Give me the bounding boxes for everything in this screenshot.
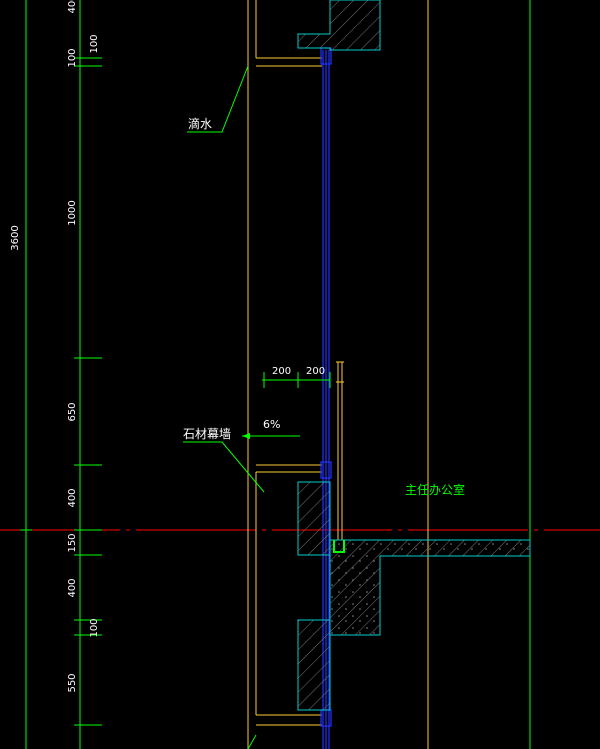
dim-8: 100 — [89, 618, 100, 637]
slab-bracket — [333, 540, 345, 553]
concrete-sections — [297, 0, 531, 711]
dim-2: 100 — [67, 48, 78, 67]
dim-1: 100 — [89, 34, 100, 53]
stone-curtain-wall-label: 石材幕墙 — [183, 427, 231, 441]
dim-3: 1000 — [67, 200, 78, 225]
hdim-1: 200 — [306, 366, 325, 377]
leader-lines — [183, 65, 265, 749]
vertical-dimension-texts: 3600 400 100 100 1000 650 400 150 400 10… — [10, 0, 100, 693]
facade-lines — [247, 0, 429, 749]
dim-total: 3600 — [10, 225, 21, 250]
dim-5: 400 — [67, 488, 78, 507]
dim-7: 400 — [67, 578, 78, 597]
vertical-dimension-chain — [20, 0, 102, 749]
horizontal-dimension-chain — [262, 372, 331, 388]
dim-9: 550 — [67, 673, 78, 692]
hdim-0: 200 — [272, 366, 291, 377]
room-label: 主任办公室 — [405, 482, 465, 497]
slope-arrowhead — [242, 433, 250, 439]
drip-label: 滴水 — [188, 116, 212, 131]
dim-4: 650 — [67, 402, 78, 421]
dim-0: 400 — [67, 0, 78, 14]
slope-text: 6% — [263, 418, 280, 431]
dim-6: 150 — [67, 533, 78, 552]
